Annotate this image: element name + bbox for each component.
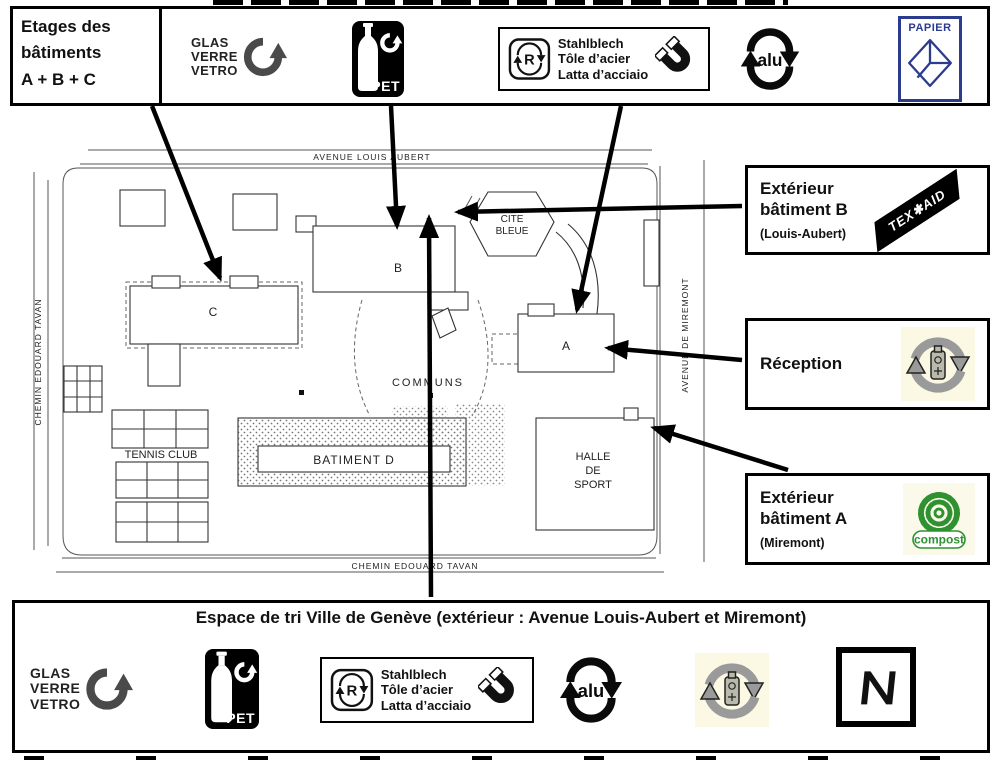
texaid-logo: TEX✱AID [859,177,975,243]
cropped-title-remnant [213,0,788,5]
label-building-a: A [562,339,570,353]
building-c [129,275,299,387]
paper-label: PAPIER [908,22,952,34]
recycling-r-icon: R [508,38,551,80]
site-map: AVENUE LOUIS AUBERT CHEMIN EDOUARD TAVAN… [33,149,705,573]
pet-bottle-icon [211,651,258,723]
building-a [517,303,615,373]
label-building-c: C [209,305,218,319]
steel-labels: Stahlblech Tôle d’acier Latta d’acciaio [380,667,472,713]
alu-label: alu [758,50,783,70]
cropped-bottom-remnant [24,756,980,760]
callout-exterior-b: Extérieur bâtiment B (Louis-Aubert) TEX✱… [745,165,990,255]
compost-label: compost [914,533,964,547]
r-letter: R [347,682,358,699]
steel-recycling-box: R Stahlblech Tôle d’acier Latta d’acciai… [498,27,710,91]
alu-label: alu [578,680,604,701]
magnet-icon [478,667,515,703]
curved-drive-1 [555,231,585,309]
label-cite-bleue-1: CITE [501,214,524,225]
label-building-b: B [394,261,402,275]
pet-label: PET [226,710,255,726]
pet-recycling-icon: PET [205,649,259,729]
top-title-line1: Etages des [21,17,111,36]
r-letter: R [524,52,535,68]
street-label-left: CHEMIN EDOUARD TAVAN [33,298,43,425]
building-b [295,215,469,311]
steel-recycling-box: R Stahlblech Tôle d’acier Latta d’acciai… [320,657,534,723]
map-marker-1 [299,390,304,395]
label-cite-bleue-2: BLEUE [496,226,529,237]
compost-icon: compost [903,483,975,555]
label-communs: COMMUNS [392,377,464,389]
top-panel-title: Etages des bâtiments A + B + C [13,9,162,103]
recycling-r-icon: R [330,668,374,712]
street-label-bottom: CHEMIN EDOUARD TAVAN [351,561,478,571]
paper-recycling-icon: PAPIER [898,16,962,102]
small-slanted-structure [431,307,457,339]
glass-recycling-label: GLAS VERRE VETRO [30,664,81,712]
building-small-north-1 [119,189,166,227]
building-grid-west [63,365,103,413]
map-marker-2 [428,393,433,398]
callout-exterior-a-text: Extérieur bâtiment A (Miremont) [760,488,848,550]
building-small-north-2 [232,193,278,231]
battery-recycling-icon [901,327,975,401]
pet-bottle-icon [358,23,403,91]
rotating-arrow-icon [243,37,287,77]
nespresso-n-glyph [861,671,896,705]
street-label-top: AVENUE LOUIS AUBERT [313,152,430,162]
rotating-arrow-icon [86,668,134,710]
halle-de-sport-building [535,407,655,531]
folded-paper-icon [908,38,952,88]
label-tennis-club: TENNIS CLUB [125,449,198,461]
glass-recycling-icon: GLAS VERRE VETRO [191,33,287,81]
label-halle-3: SPORT [574,479,612,491]
nespresso-logo-icon [836,647,916,727]
label-halle-2: DE [585,465,600,477]
label-batiment-d: BATIMENT D [313,453,395,467]
texaid-label: TEX✱AID [885,185,949,235]
alu-recycling-icon: alu [737,26,803,97]
callout-exterior-a: Extérieur bâtiment A (Miremont) compost [745,473,990,565]
bottom-panel-espace-de-tri: Espace de tri Ville de Genève (extérieur… [12,600,990,753]
glass-recycling-label: GLAS VERRE VETRO [191,34,238,79]
top-title-line3: A + B + C [21,69,96,89]
tennis-courts [111,409,209,543]
top-panel-floors: Etages des bâtiments A + B + C GLAS VERR… [10,6,990,106]
gravel-patch-1 [455,404,505,486]
alu-recycling-icon: alu [556,655,626,730]
gravel-patch-2 [392,406,448,434]
callout-reception-text: Réception [760,353,843,373]
callout-exterior-b-text: Extérieur bâtiment B (Louis-Aubert) [760,179,848,241]
magnet-icon [655,36,691,72]
steel-labels: Stahlblech Tôle d’acier Latta d’acciaio [557,36,649,82]
street-label-right: AVENUE DE MIREMONT [680,277,690,392]
label-halle-1: HALLE [576,451,611,463]
callout-reception: Réception [745,318,990,410]
pet-label: PET [371,78,400,94]
bottom-panel-title: Espace de tri Ville de Genève (extérieur… [195,608,807,627]
pet-recycling-icon: PET [352,21,404,97]
glass-recycling-icon: GLAS VERRE VETRO [30,663,134,715]
battery-recycling-icon [695,653,769,727]
top-title-line2: bâtiments [21,43,102,63]
building-east-strip [643,219,660,287]
